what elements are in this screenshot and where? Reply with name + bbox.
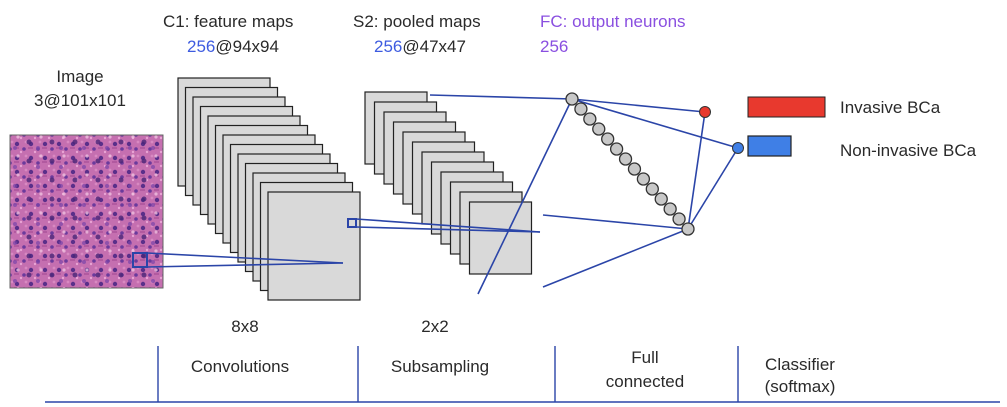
connection-line — [429, 94, 573, 100]
connection-line — [146, 252, 344, 264]
connection-line — [571, 98, 706, 113]
input-image-texture — [10, 135, 163, 288]
image-title: Image — [56, 67, 104, 86]
c1-size: @94x94 — [215, 37, 279, 56]
fc-title: FC: output neurons — [540, 12, 686, 31]
legend-invasive-swatch — [747, 96, 826, 118]
conv-receptive-field — [132, 252, 148, 268]
pool-receptive-field — [347, 218, 357, 228]
fc-neuron — [618, 152, 633, 166]
legend-noninvasive-swatch — [747, 135, 792, 157]
fc-neuron — [627, 162, 642, 176]
connection-line — [146, 262, 344, 268]
stage-convolutions: Convolutions — [190, 357, 290, 376]
s2-pooled-map — [468, 201, 533, 275]
output-neuron-invasive — [699, 106, 711, 118]
fc-neuron — [601, 132, 615, 146]
c1-dims: 256@94x94 — [187, 37, 279, 57]
legend-noninvasive-label: Non-invasive BCa — [840, 141, 977, 160]
fc-neuron — [592, 122, 606, 136]
connection-line — [687, 147, 739, 230]
stage-subsampling: Subsampling — [390, 357, 490, 376]
stage-full-connected: Full connected — [605, 348, 685, 391]
fc-neuron — [681, 222, 695, 236]
pool-kernel-label: 2x2 — [421, 317, 449, 336]
connection-line — [687, 111, 706, 230]
connection-line — [571, 98, 739, 149]
fc-neuron — [663, 202, 677, 216]
output-neuron-noninvasive — [732, 142, 744, 154]
s2-title: S2: pooled maps — [353, 12, 481, 31]
c1-count: 256 — [187, 37, 216, 56]
stage-classifier: Classifier (softmax) — [764, 355, 836, 396]
connection-line — [542, 228, 689, 288]
s2-size: @47x47 — [402, 37, 466, 56]
fc-neuron — [654, 192, 668, 206]
fc-neuron — [609, 142, 624, 156]
connection-line — [477, 98, 573, 295]
legend-invasive-label: Invasive BCa — [840, 98, 941, 117]
image-dims: 3@101x101 — [34, 91, 126, 110]
c1-feature-map — [267, 191, 361, 301]
fc-count: 256 — [540, 37, 569, 56]
s2-count: 256 — [374, 37, 403, 56]
c1-title: C1: feature maps — [163, 12, 294, 31]
fc-neuron — [565, 92, 579, 106]
connection-line — [355, 226, 541, 233]
fc-neuron — [645, 182, 659, 196]
conv-kernel-label: 8x8 — [231, 317, 259, 336]
fc-neuron — [636, 172, 651, 186]
fc-neuron — [583, 112, 597, 126]
s2-dims: 256@47x47 — [374, 37, 466, 57]
fc-neuron — [574, 102, 588, 116]
connection-line — [542, 214, 689, 230]
fc-neuron — [672, 212, 686, 226]
